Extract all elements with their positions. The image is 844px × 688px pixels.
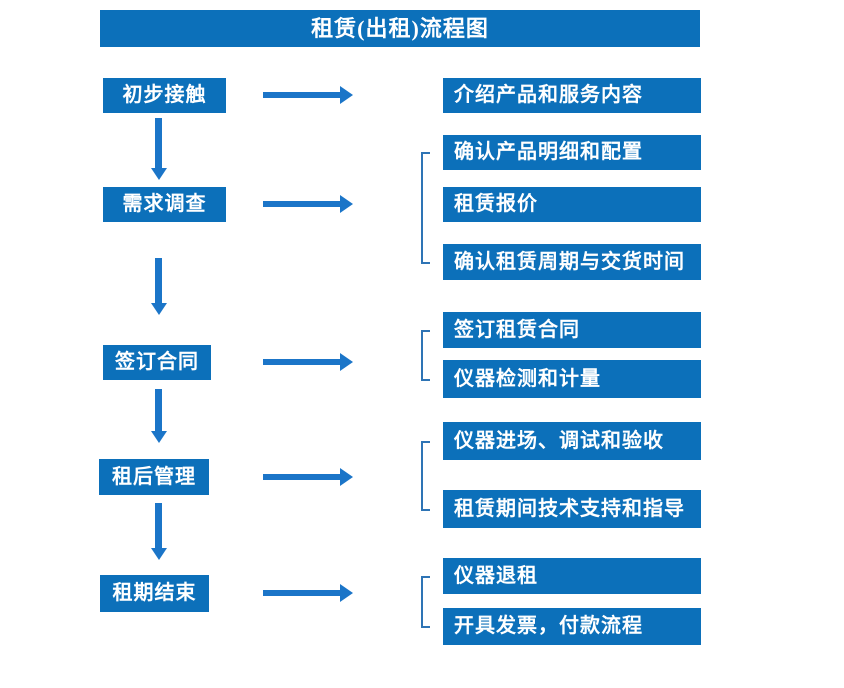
output-box-rental-tech-support: 租赁期间技术支持和指导 bbox=[443, 490, 701, 528]
right-arrow-icon bbox=[263, 468, 353, 486]
arrow-shaft bbox=[263, 474, 341, 480]
arrow-head bbox=[151, 431, 167, 443]
stage-box-demand-survey: 需求调查 bbox=[103, 187, 226, 222]
down-arrow-icon bbox=[151, 389, 167, 443]
stage-box-initial-contact: 初步接触 bbox=[103, 78, 226, 113]
stage-box-post-rental-management: 租后管理 bbox=[99, 459, 209, 495]
arrow-head bbox=[151, 303, 167, 315]
down-arrow-icon bbox=[151, 118, 167, 180]
arrow-shaft bbox=[155, 258, 162, 303]
arrow-head bbox=[151, 548, 167, 560]
arrow-head bbox=[340, 195, 353, 213]
arrow-head bbox=[340, 86, 353, 104]
output-box-introduce-products: 介绍产品和服务内容 bbox=[443, 78, 701, 113]
arrow-shaft bbox=[155, 503, 162, 548]
output-box-instrument-inspection: 仪器检测和计量 bbox=[443, 360, 701, 398]
arrow-shaft bbox=[263, 590, 341, 596]
right-arrow-icon bbox=[263, 195, 353, 213]
right-arrow-icon bbox=[263, 86, 353, 104]
output-box-invoice-payment: 开具发票，付款流程 bbox=[443, 608, 701, 645]
output-box-rental-quote: 租赁报价 bbox=[443, 187, 701, 222]
group-bracket bbox=[421, 152, 430, 264]
group-bracket bbox=[421, 330, 430, 381]
output-box-confirm-rental-period: 确认租赁周期与交货时间 bbox=[443, 244, 701, 280]
arrow-head bbox=[340, 353, 353, 371]
arrow-shaft bbox=[263, 92, 341, 98]
arrow-head bbox=[340, 468, 353, 486]
down-arrow-icon bbox=[151, 258, 167, 315]
output-box-confirm-product-details: 确认产品明细和配置 bbox=[443, 135, 701, 170]
stage-box-sign-contract: 签订合同 bbox=[103, 345, 211, 380]
arrow-shaft bbox=[263, 201, 341, 207]
output-box-sign-rental-contract: 签订租赁合同 bbox=[443, 312, 701, 348]
arrow-shaft bbox=[263, 359, 341, 365]
arrow-head bbox=[151, 168, 167, 180]
stage-box-rental-end: 租期结束 bbox=[100, 575, 209, 612]
group-bracket bbox=[421, 441, 430, 511]
arrow-shaft bbox=[155, 118, 162, 168]
arrow-head bbox=[340, 584, 353, 602]
flowchart-title: 租赁(出租)流程图 bbox=[100, 10, 700, 47]
down-arrow-icon bbox=[151, 503, 167, 560]
output-box-instrument-return: 仪器退租 bbox=[443, 558, 701, 594]
arrow-shaft bbox=[155, 389, 162, 431]
right-arrow-icon bbox=[263, 353, 353, 371]
output-box-instrument-setup-acceptance: 仪器进场、调试和验收 bbox=[443, 422, 701, 460]
group-bracket bbox=[421, 576, 430, 628]
right-arrow-icon bbox=[263, 584, 353, 602]
